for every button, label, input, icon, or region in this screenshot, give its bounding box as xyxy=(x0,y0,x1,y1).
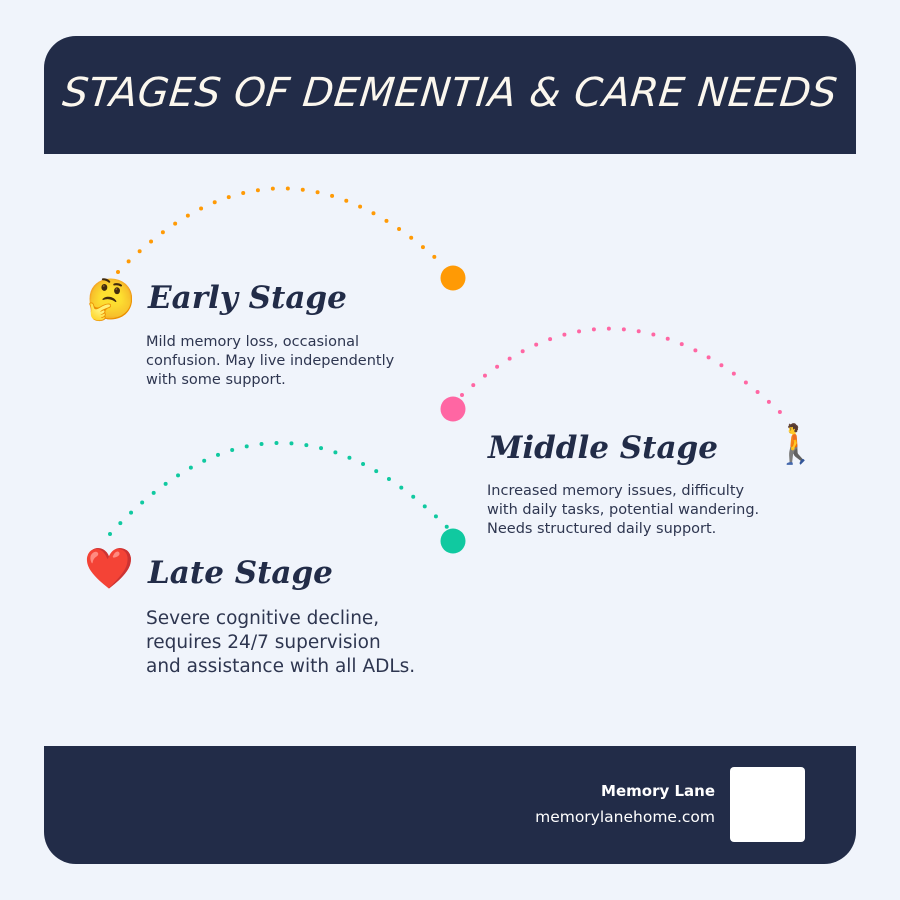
late-stage-description: Severe cognitive decline, requires 24/7 … xyxy=(146,608,416,677)
late-stage-arc xyxy=(108,441,450,536)
late-stage-dot xyxy=(440,528,466,554)
red-heart-icon: ❤️ xyxy=(84,546,134,592)
website-link[interactable]: memorylanehome.com xyxy=(535,808,715,826)
qr-code-placeholder xyxy=(730,767,805,842)
thinking-face-icon: 🤔 xyxy=(86,277,136,323)
middle-stage-arc xyxy=(460,326,792,424)
walking-person-icon: 🚶 xyxy=(772,422,820,466)
middle-stage-description: Increased memory issues, difficulty with… xyxy=(487,483,760,537)
brand-name: Memory Lane xyxy=(601,782,715,800)
middle-stage-dot xyxy=(440,396,466,422)
footer-banner: Memory Lane memorylanehome.com xyxy=(44,746,856,864)
early-stage-description: Mild memory loss, occasional confusion. … xyxy=(146,334,395,388)
header-banner: STAGES OF DEMENTIA & CARE NEEDS xyxy=(44,36,856,154)
early-stage-arc xyxy=(116,186,442,274)
early-stage-title: Early Stage xyxy=(148,280,347,316)
late-stage-title: Late Stage xyxy=(148,555,333,591)
early-stage-dot xyxy=(440,265,466,291)
middle-stage-title: Middle Stage xyxy=(488,430,718,466)
